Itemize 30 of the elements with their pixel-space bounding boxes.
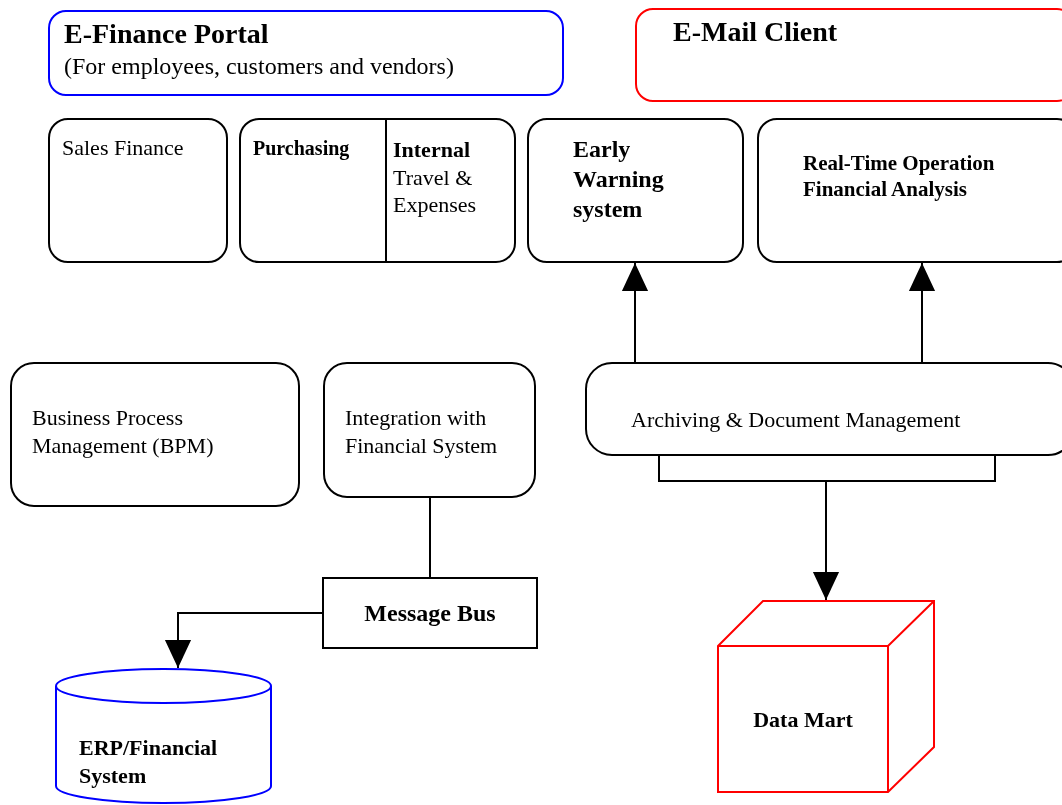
process-box [323, 362, 536, 498]
module-box [239, 118, 516, 263]
arrow [908, 262, 936, 363]
box-label: Integration with Financial System [345, 404, 499, 459]
message-bus-box [322, 577, 538, 649]
connector-line [429, 497, 431, 578]
data-mart-cube [717, 600, 935, 793]
box-label: Sales Finance [62, 134, 185, 162]
box-label: Business Process Management (BPM) [32, 404, 215, 459]
database-cylinder [55, 668, 272, 804]
arrow [621, 262, 649, 363]
box-label: Archiving & Document Management [631, 406, 962, 434]
arrow [164, 612, 323, 669]
box-label: Real-Time Operation Financial Analysis [803, 150, 996, 203]
box-label: Early Warning system [573, 135, 665, 224]
box-label: ERP/Financial System [79, 734, 219, 789]
portal-box [48, 10, 564, 96]
box-label: Purchasing [241, 120, 387, 261]
box-label: Data Mart [753, 705, 853, 734]
arrow [812, 481, 840, 601]
process-box [10, 362, 300, 507]
box-label: E-Mail Client [673, 15, 839, 49]
box-subtitle: (For employees, customers and vendors) [64, 52, 455, 81]
module-box [48, 118, 228, 263]
box-label: Internal Travel & Expenses [392, 136, 478, 219]
box-title: E-Finance Portal [64, 17, 270, 51]
module-box [527, 118, 744, 263]
module-box [757, 118, 1062, 263]
email-client-box [635, 8, 1062, 102]
box-label: Message Bus [364, 599, 496, 628]
